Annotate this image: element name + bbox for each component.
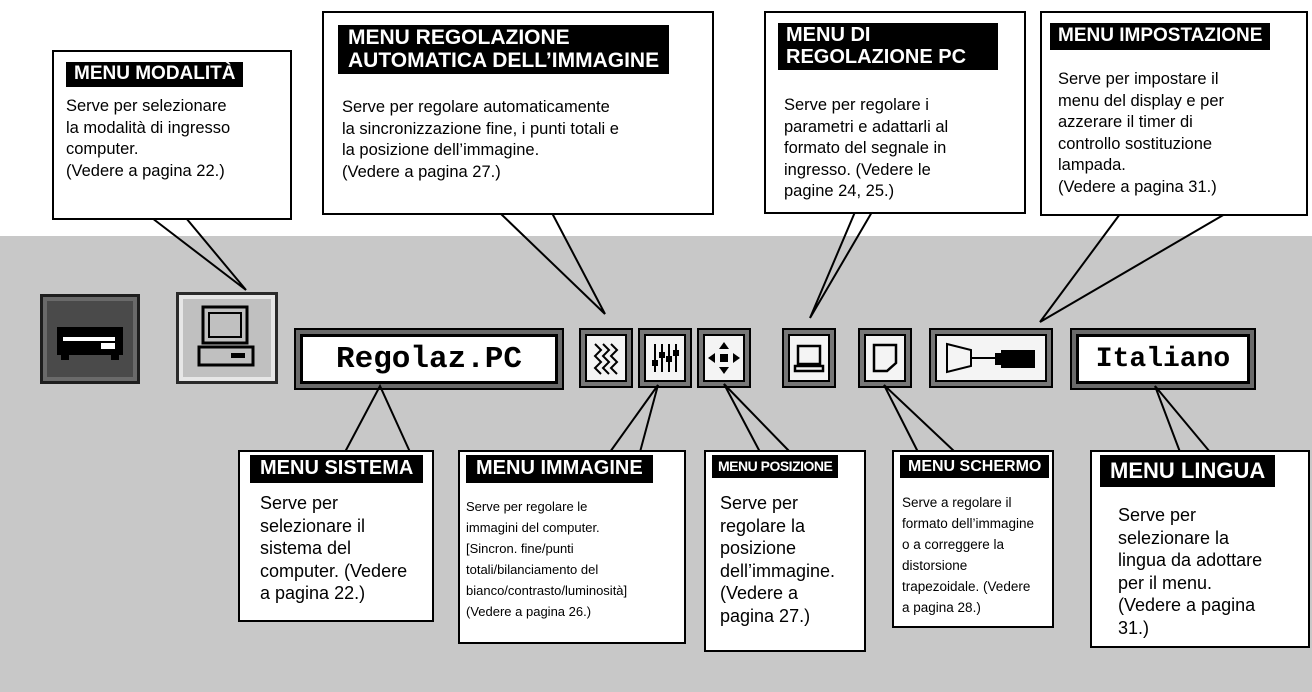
callout-title: MENU LINGUA <box>1100 455 1276 487</box>
callout-text: Serve per regolare le immagini del compu… <box>466 499 628 619</box>
callout-text: Serve per regolare la posizione dell’imm… <box>720 493 836 626</box>
mode-tile[interactable] <box>40 294 140 384</box>
callout-menu-sistema: MENU SISTEMA Serve per selezionare il si… <box>238 450 434 622</box>
computer-mode-tile[interactable] <box>176 292 278 384</box>
setting-projector-icon <box>946 342 1035 374</box>
callout-menu-regolazione-pc: MENU DI REGOLAZIONE PC Serve per regolar… <box>764 11 1026 214</box>
callout-text: Serve per regolare i parametri e adattar… <box>784 96 949 200</box>
system-select-field[interactable]: Regolaz.PC <box>300 334 558 384</box>
computer-icon <box>197 305 255 367</box>
language-select-field[interactable]: Italiano <box>1076 334 1250 384</box>
callout-menu-modalita: MENU MODALITÀ Serve per selezionare la m… <box>52 50 292 220</box>
image-tile[interactable] <box>644 334 686 382</box>
callout-menu-impostazione: MENU IMPOSTAZIONE Serve per impostare il… <box>1040 11 1308 216</box>
auto-image-adjust-icon <box>593 343 619 375</box>
callout-title: MENU MODALITÀ <box>66 62 244 87</box>
position-arrows-icon <box>708 342 740 374</box>
callout-text: Serve a regolare il formato dell’immagin… <box>902 495 1035 615</box>
callout-text: Serve per selezionare la lingua da adott… <box>1118 505 1263 638</box>
screen-icon <box>872 343 898 373</box>
callout-menu-lingua: MENU LINGUA Serve per selezionare la lin… <box>1090 450 1310 648</box>
callout-menu-immagine: MENU IMMAGINE Serve per regolare le imma… <box>458 450 686 644</box>
callout-title: MENU REGOLAZIONE AUTOMATICA DELL’IMMAGIN… <box>338 25 670 75</box>
callout-title: MENU DI REGOLAZIONE PC <box>778 23 998 71</box>
callout-menu-regolazione-automatica: MENU REGOLAZIONE AUTOMATICA DELL’IMMAGIN… <box>322 11 714 215</box>
callout-title: MENU SCHERMO <box>900 455 1050 479</box>
callout-title: MENU IMPOSTAZIONE <box>1050 23 1271 50</box>
pc-adjust-tile[interactable] <box>788 334 830 382</box>
position-tile[interactable] <box>703 334 745 382</box>
callout-text: Serve per regolare automaticamente la si… <box>342 98 619 181</box>
setting-tile[interactable] <box>935 334 1047 382</box>
tabletop-projector-icon <box>57 327 123 360</box>
callout-title: MENU POSIZIONE <box>712 455 839 479</box>
callout-title: MENU IMMAGINE <box>466 455 653 483</box>
callout-text: Serve per selezionare il sistema del com… <box>260 493 408 603</box>
screen-tile[interactable] <box>864 334 906 382</box>
callout-title: MENU SISTEMA <box>250 455 424 483</box>
image-sliders-icon <box>652 344 679 372</box>
callout-menu-posizione: MENU POSIZIONE Serve per regolare la pos… <box>704 450 866 652</box>
callout-text: Serve per selezionare la modalità di ing… <box>66 97 231 180</box>
callout-menu-schermo: MENU SCHERMO Serve a regolare il formato… <box>892 450 1054 628</box>
callout-text: Serve per impostare il menu del display … <box>1058 70 1225 196</box>
pc-adjust-icon <box>793 344 825 373</box>
auto-image-tile[interactable] <box>585 334 627 382</box>
